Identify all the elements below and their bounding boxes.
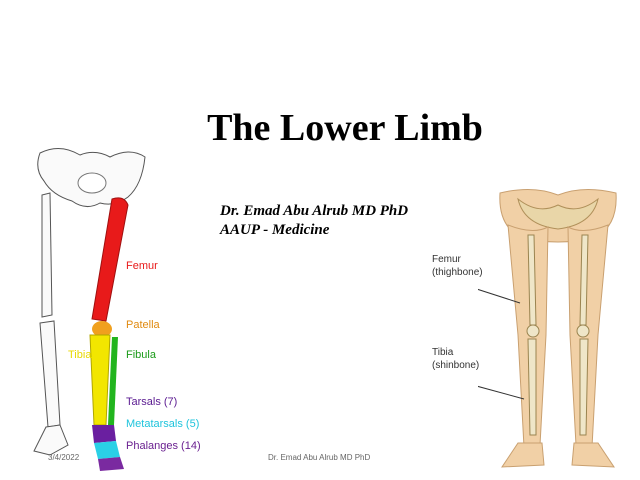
author-affiliation: AAUP - Medicine (220, 222, 330, 238)
footer-author: Dr. Emad Abu Alrub MD PhD (268, 453, 371, 462)
label-right-femur-sub: (thighbone) (432, 267, 483, 278)
label-patella: Patella (126, 319, 160, 331)
patella-colored (92, 321, 112, 337)
right-legs-illustration (478, 189, 617, 468)
label-metatarsals: Metatarsals (5) (126, 418, 200, 430)
label-fibula: Fibula (126, 349, 156, 361)
left-skeleton-illustration (33, 148, 146, 471)
label-femur: Femur (126, 260, 158, 272)
label-right-femur: Femur (thighbone) (432, 253, 483, 279)
white-tibia (39, 320, 61, 428)
tarsals-colored (92, 425, 116, 443)
label-right-tibia-name: Tibia (432, 347, 454, 358)
footer-date: 3/4/2022 (48, 453, 80, 462)
metatarsals-colored (94, 441, 120, 459)
white-femur (41, 192, 53, 318)
author-block: Dr. Emad Abu Alrub MD PhD AAUP - Medicin… (220, 202, 408, 240)
label-right-tibia: Tibia (shinbone) (432, 346, 479, 372)
label-tarsals: Tarsals (7) (126, 396, 178, 408)
label-phalanges: Phalanges (14) (126, 440, 201, 452)
slide-title: The Lower Limb (207, 107, 483, 149)
femur-colored (91, 197, 129, 322)
phalanges-colored (98, 457, 124, 471)
white-foot (33, 424, 69, 456)
tibia-colored (89, 334, 111, 426)
author-name: Dr. Emad Abu Alrub MD PhD (220, 203, 409, 219)
label-right-tibia-sub: (shinbone) (432, 360, 480, 371)
fibula-colored (108, 337, 118, 425)
label-right-femur-name: Femur (432, 254, 461, 265)
label-tibia: Tibia (68, 349, 92, 361)
